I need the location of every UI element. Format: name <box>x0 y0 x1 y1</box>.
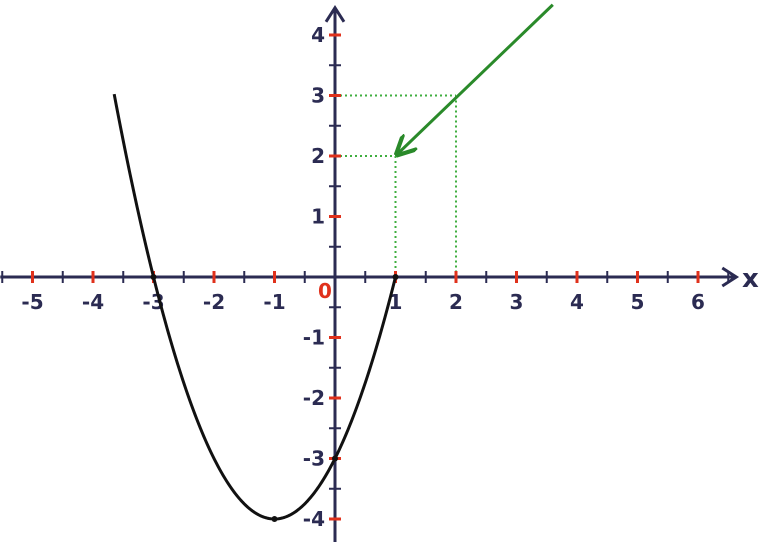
curve-key-point <box>271 516 278 522</box>
y-axis-arrowhead <box>324 5 346 23</box>
annotations <box>399 3 554 153</box>
x-tick-label: 5 <box>631 290 645 314</box>
axes <box>0 5 740 542</box>
x-tick-label: -1 <box>263 290 285 314</box>
y-tick-label: 2 <box>311 144 325 168</box>
x-axis-arrowhead <box>721 266 740 288</box>
origin-label: 0 <box>318 279 332 303</box>
x-axis-label: x <box>742 264 759 294</box>
y-tick-label: -4 <box>303 507 325 531</box>
dotted-guides <box>335 94 457 277</box>
curves <box>112 93 399 522</box>
pointer-arrow <box>399 3 554 153</box>
x-tick-label: -4 <box>82 290 104 314</box>
y-tick-label: 3 <box>311 84 325 108</box>
x-tick-label: -5 <box>21 290 43 314</box>
parabola-curve <box>112 93 397 521</box>
y-tick-label: -3 <box>303 447 325 471</box>
x-tick-label: 6 <box>691 290 705 314</box>
x-tick-label: -2 <box>203 290 225 314</box>
y-tick-label: -1 <box>303 326 325 350</box>
curve-key-point <box>332 455 338 462</box>
y-tick-label: 1 <box>311 205 325 229</box>
x-tick-label: 2 <box>449 290 463 314</box>
y-tick-label: 4 <box>311 23 325 47</box>
x-tick-label: 4 <box>570 290 584 314</box>
curve-key-point <box>150 274 157 280</box>
y-tick-label: -2 <box>303 386 325 410</box>
curve-key-point <box>392 274 399 280</box>
x-tick-label: 3 <box>510 290 524 314</box>
